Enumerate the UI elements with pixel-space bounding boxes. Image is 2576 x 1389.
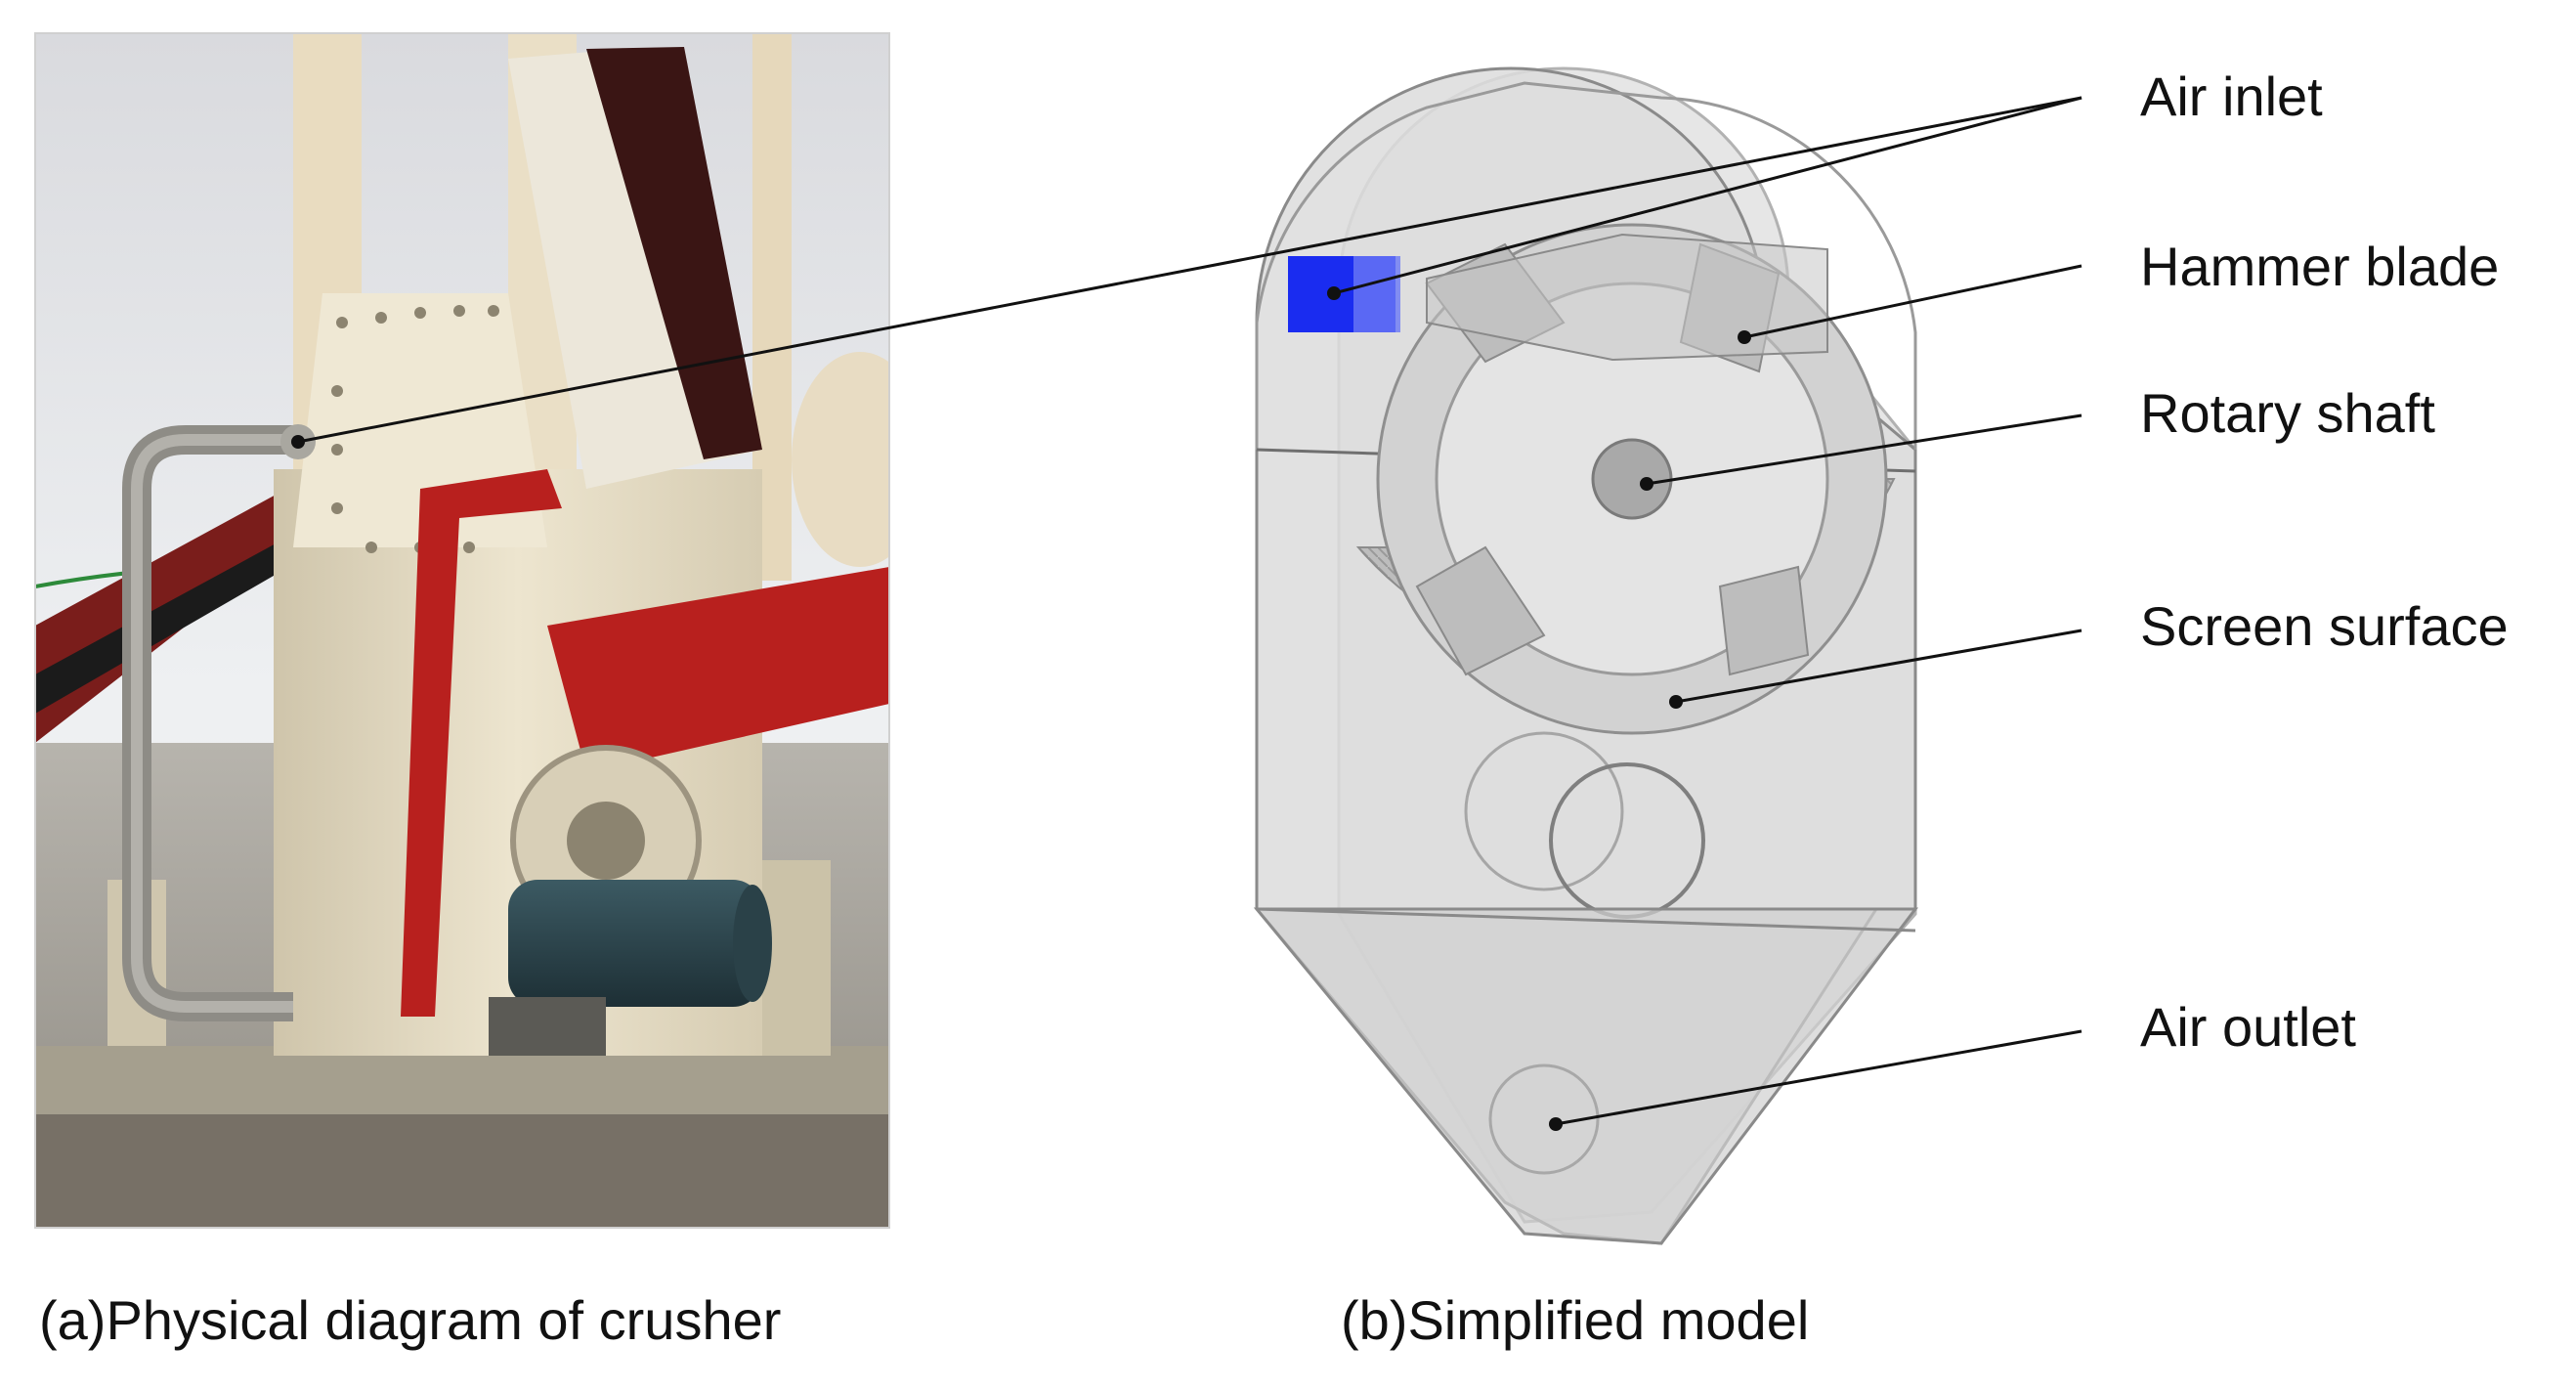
label-air-inlet: Air inlet bbox=[2140, 65, 2323, 127]
silo-tank bbox=[792, 352, 889, 567]
leader-rotary-shaft bbox=[1646, 413, 2082, 486]
leader-dots bbox=[291, 286, 1751, 1131]
outlet-port-rear bbox=[1464, 731, 1624, 891]
red-conveyor bbox=[547, 567, 889, 772]
base-shadow bbox=[35, 1114, 889, 1228]
label-rotary-shaft: Rotary shaft bbox=[2140, 382, 2435, 444]
air-pipe-highlight bbox=[131, 434, 293, 1013]
leader-air-outlet bbox=[1555, 1029, 2082, 1126]
photo-frame bbox=[34, 32, 890, 1229]
leader-screen-surface bbox=[1675, 629, 2082, 704]
red-arm bbox=[401, 469, 562, 1017]
leader-hammer-blade bbox=[1743, 264, 2082, 339]
air-outlet-port bbox=[1488, 1063, 1600, 1175]
electric-motor bbox=[508, 880, 762, 1007]
motor-end-cap bbox=[733, 885, 772, 1002]
rotary-shaft bbox=[1591, 438, 1673, 520]
caption-simplified-model: (b)Simplified model bbox=[1341, 1289, 1809, 1351]
housing-bolts bbox=[331, 305, 499, 553]
crusher-photo bbox=[35, 33, 889, 1228]
label-hammer-blade: Hammer blade bbox=[2140, 236, 2499, 297]
motor-mount bbox=[489, 997, 606, 1056]
simplified-model bbox=[1253, 66, 1919, 1245]
leader-lines bbox=[297, 96, 2082, 1126]
outlet-funnel bbox=[1253, 907, 1919, 1245]
housing-top-cap bbox=[1255, 81, 1917, 450]
funnel-edge bbox=[1256, 907, 1916, 933]
base-frame bbox=[35, 1046, 889, 1114]
label-screen-surface: Screen surface bbox=[2140, 595, 2509, 657]
hopper-dark-panel bbox=[586, 47, 762, 459]
leader-air-inlet-photo bbox=[297, 96, 2082, 444]
caption-physical-diagram: (a)Physical diagram of crusher bbox=[39, 1289, 781, 1351]
label-air-outlet: Air outlet bbox=[2140, 996, 2356, 1058]
air-inlet-block-face bbox=[1353, 256, 1400, 332]
hammer-blade-plate bbox=[1426, 233, 1828, 362]
conveyor-shadow bbox=[35, 518, 322, 714]
rotor-hub-center bbox=[567, 802, 645, 880]
leader-air-inlet-model bbox=[1333, 96, 2082, 295]
